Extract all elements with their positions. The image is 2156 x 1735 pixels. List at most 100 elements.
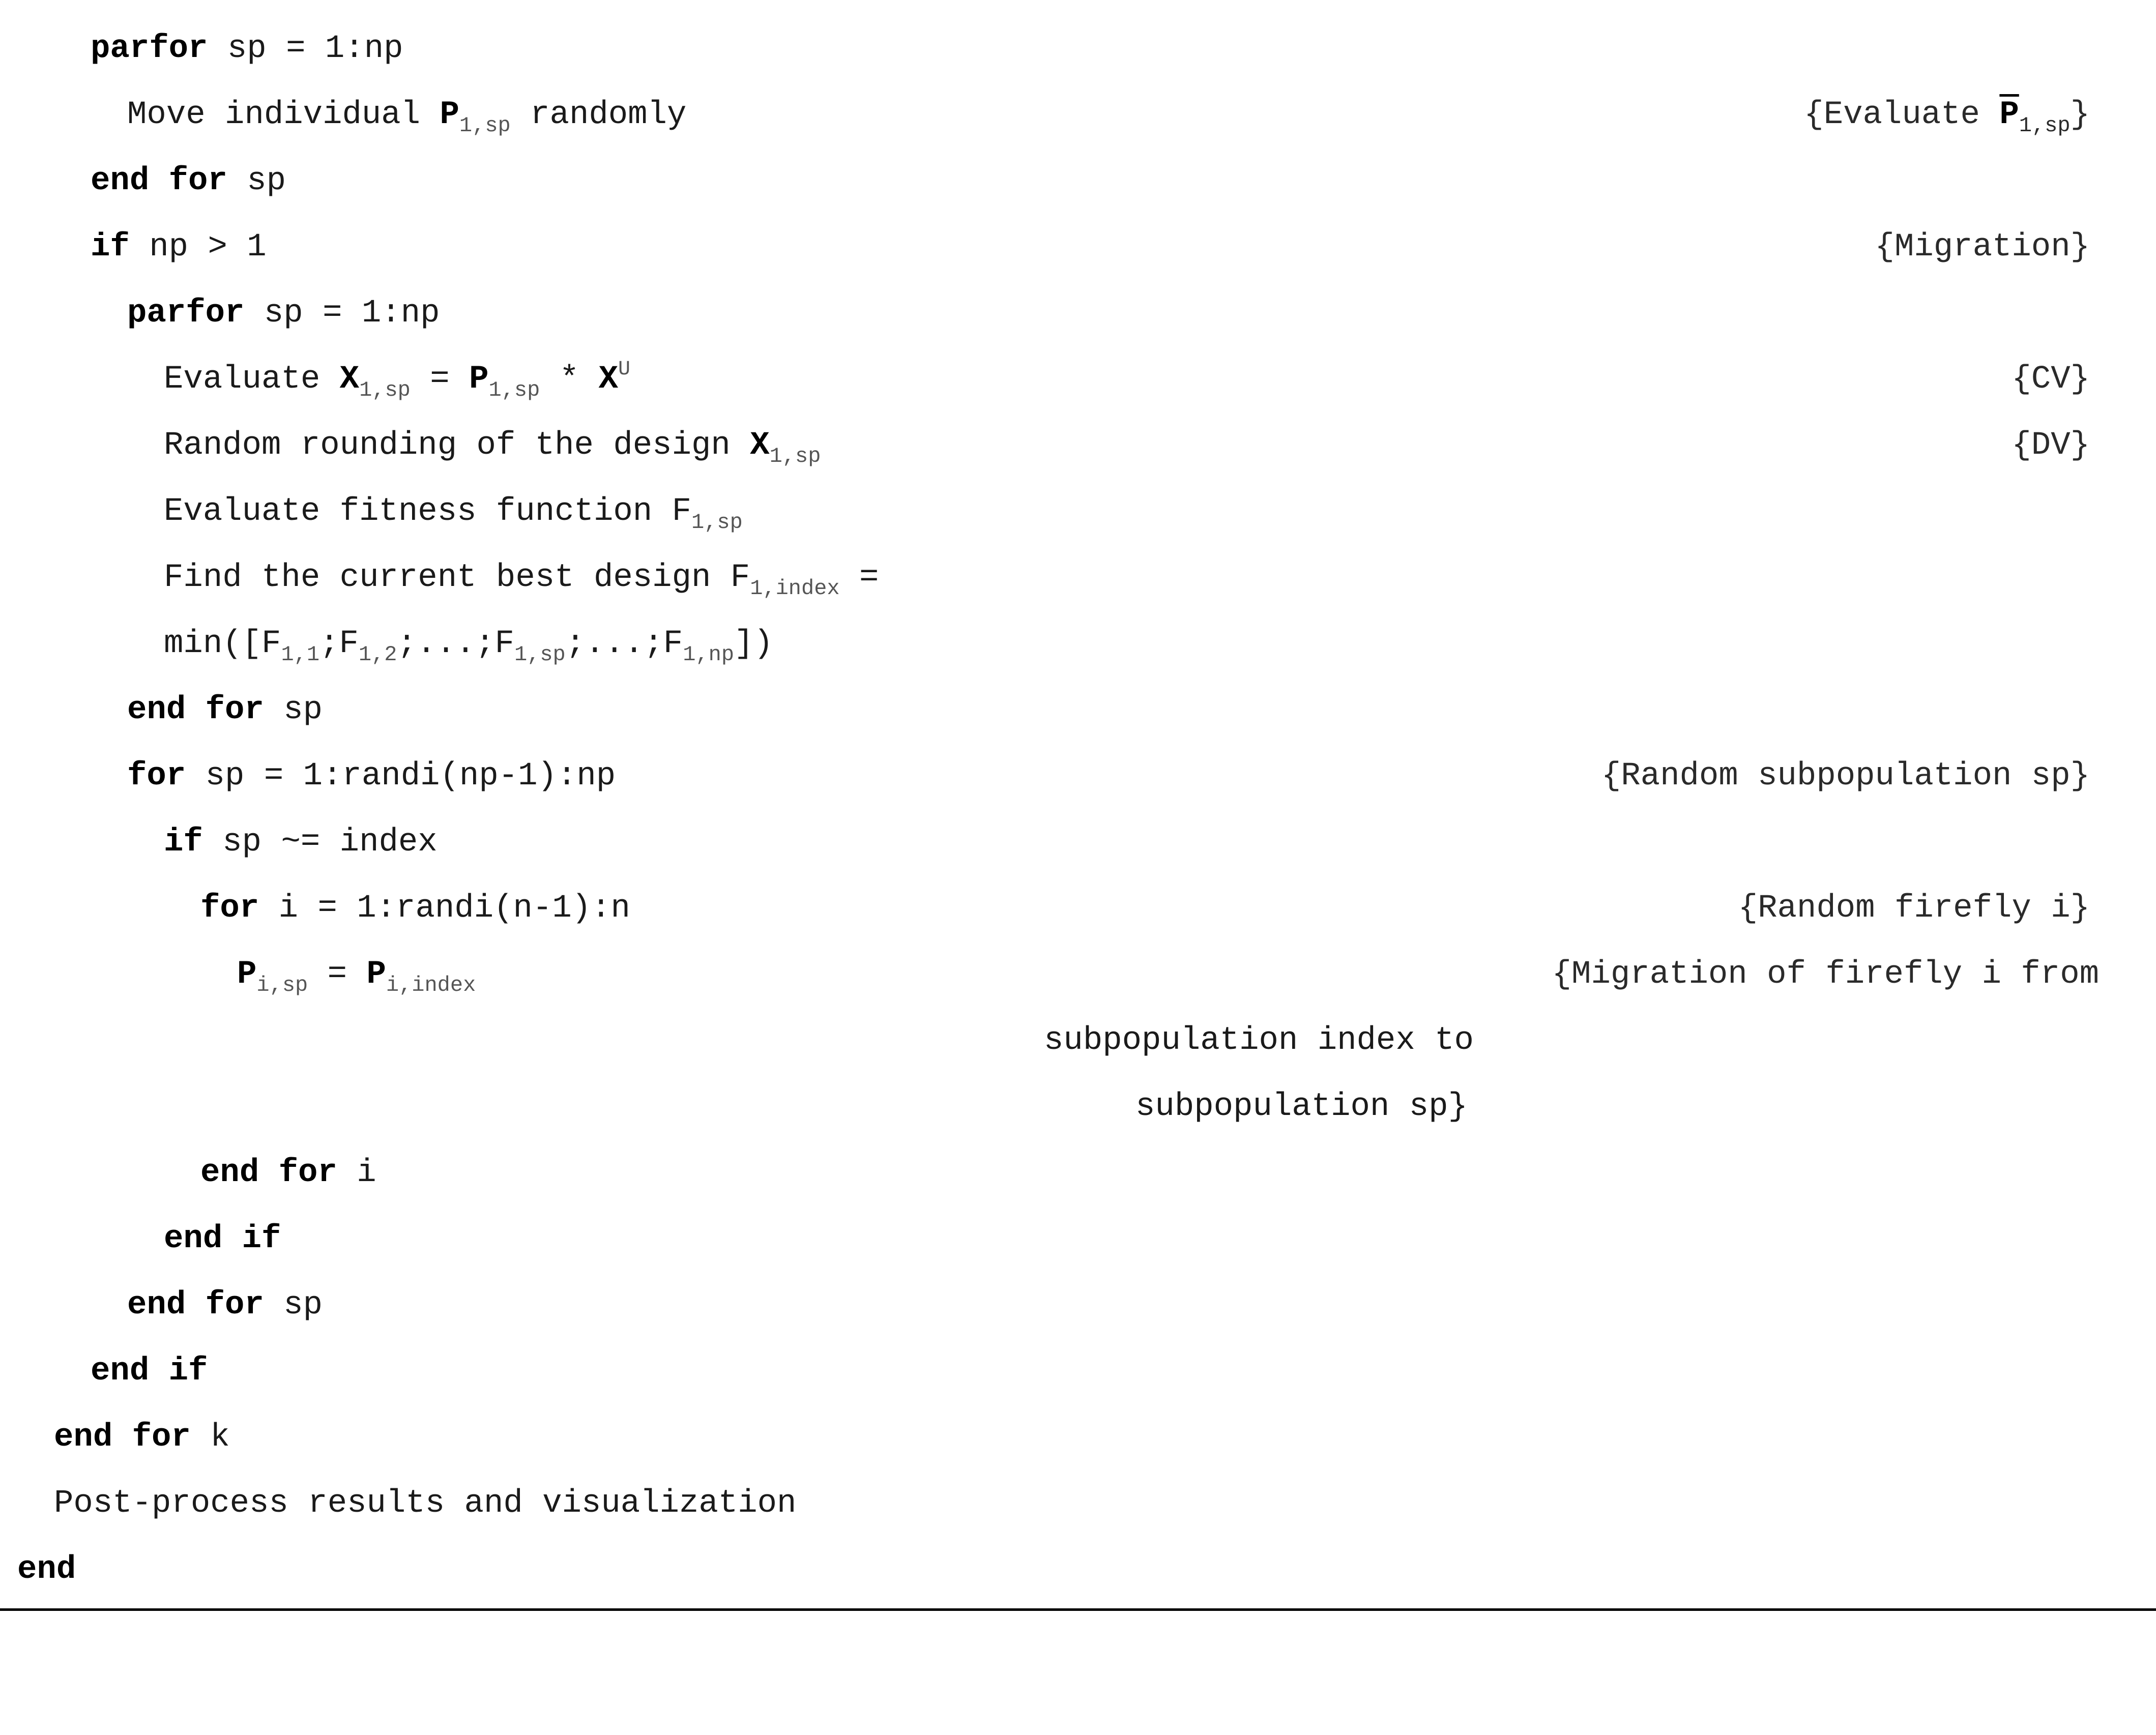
- code-line-end-if-outer: end if: [0, 1338, 2156, 1404]
- statement-text: Post-process results and visualization: [54, 1485, 797, 1522]
- keyword-parfor: parfor: [91, 31, 208, 67]
- code-line-end: end: [0, 1537, 2156, 1603]
- code-line-parfor-inner: parfor sp = 1:np: [0, 280, 2156, 346]
- subscript: 1,np: [683, 642, 735, 667]
- code-line-random-rounding: Random rounding of the design X1,sp {DV}: [0, 413, 2156, 479]
- keyword-end: end: [54, 1419, 113, 1456]
- subscript: i,sp: [256, 973, 308, 997]
- loop-variable: i: [337, 1155, 376, 1191]
- operator: =: [410, 361, 470, 398]
- variable-P: P: [237, 956, 257, 993]
- loop-variable: k: [190, 1419, 230, 1456]
- statement-text: ;...;F: [397, 626, 514, 662]
- keyword-if: if: [242, 1221, 281, 1257]
- condition: np > 1: [129, 229, 267, 266]
- comment-random-firefly: {Random firefly i}: [1738, 890, 2090, 927]
- keyword-for: for: [132, 1419, 191, 1456]
- comment-continuation-1: subpopulation index to: [0, 1008, 2156, 1074]
- loop-range: sp = 1:np: [208, 31, 403, 67]
- keyword-end: end: [17, 1551, 76, 1588]
- subscript: 1,1: [281, 642, 320, 667]
- statement-text: randomly: [510, 97, 687, 133]
- keyword-if: if: [164, 824, 203, 861]
- subscript: 1,2: [358, 642, 397, 667]
- superscript: U: [618, 358, 630, 381]
- statement-text: Evaluate: [164, 361, 340, 398]
- statement-text: Random rounding of the design: [164, 427, 750, 464]
- code-line-end-for-sp-outer: end for sp: [0, 1272, 2156, 1338]
- comment-dv: {DV}: [2012, 427, 2090, 464]
- loop-variable: sp: [264, 692, 323, 728]
- code-line-end-for-k: end for k: [0, 1404, 2156, 1471]
- comment-migration-of-firefly: {Migration of firefly i from: [1552, 956, 2099, 993]
- operator: *: [540, 361, 599, 398]
- subscript: 1,sp: [2019, 113, 2071, 138]
- code-line-evaluate-fitness: Evaluate fitness function F1,sp: [0, 479, 2156, 545]
- statement-text: ]): [734, 626, 773, 662]
- loop-range: i = 1:randi(n-1):n: [259, 890, 630, 927]
- variable-X: X: [750, 427, 770, 464]
- keyword-end: end: [164, 1221, 223, 1257]
- subscript: 1,sp: [691, 510, 743, 535]
- comment-continuation-2: subpopulation sp}: [0, 1074, 2156, 1140]
- subscript: 1,sp: [459, 113, 511, 138]
- keyword-for: for: [127, 758, 186, 795]
- comment-cv: {CV}: [2012, 361, 2090, 398]
- comment-text: {Evaluate: [1804, 97, 2000, 133]
- loop-range: sp = 1:np: [244, 295, 440, 332]
- comment-text: subpopulation sp}: [1135, 1089, 1468, 1125]
- variable-P: P: [440, 97, 459, 133]
- keyword-end: end: [127, 1287, 186, 1324]
- statement-text: Evaluate fitness function F: [164, 493, 691, 530]
- statement-text: min([F: [164, 626, 281, 662]
- code-line-for-random-sp: for sp = 1:randi(np-1):np {Random subpop…: [0, 743, 2156, 809]
- subscript: 1,sp: [514, 642, 566, 667]
- statement-text: Find the current best design F: [164, 560, 750, 596]
- subscript: 1,sp: [359, 378, 411, 402]
- loop-range: sp = 1:randi(np-1):np: [186, 758, 616, 795]
- condition: sp ~= index: [202, 824, 438, 861]
- variable-P-bar: P: [1999, 97, 2019, 133]
- variable-P: P: [469, 361, 489, 398]
- keyword-for: for: [278, 1155, 337, 1191]
- code-line-evaluate-x: Evaluate X1,sp = P1,sp * XU {CV}: [0, 346, 2156, 413]
- loop-variable: sp: [227, 163, 286, 199]
- comment-migration: {Migration}: [1875, 229, 2090, 266]
- subscript: 1,index: [750, 576, 840, 601]
- keyword-if: if: [91, 229, 130, 266]
- statement-text: ;...;F: [565, 626, 683, 662]
- keyword-end: end: [91, 163, 150, 199]
- code-line-post-process: Post-process results and visualization: [0, 1471, 2156, 1537]
- comment-text: subpopulation index to: [1044, 1022, 1474, 1059]
- keyword-parfor: parfor: [127, 295, 245, 332]
- keyword-if: if: [168, 1353, 208, 1390]
- keyword-end: end: [200, 1155, 259, 1191]
- code-line-min: min([F1,1;F1,2;...;F1,sp;...;F1,np]): [0, 611, 2156, 677]
- algorithm-listing: parfor sp = 1:np Move individual P1,sp r…: [0, 16, 2156, 1611]
- keyword-for: for: [205, 692, 264, 728]
- code-line-end-if-inner: end if: [0, 1206, 2156, 1272]
- code-line-if-sp-index: if sp ~= index: [0, 809, 2156, 875]
- code-line-if-np: if np > 1 {Migration}: [0, 214, 2156, 280]
- subscript: 1,sp: [488, 378, 540, 402]
- operator: =: [308, 956, 367, 993]
- statement-text: ;F: [319, 626, 359, 662]
- code-line-find-best: Find the current best design F1,index =: [0, 545, 2156, 611]
- comment-random-subpopulation: {Random subpopulation sp}: [1601, 758, 2090, 795]
- variable-P: P: [366, 956, 386, 993]
- code-line-end-for-sp: end for sp: [0, 148, 2156, 214]
- subscript: i,index: [386, 973, 476, 997]
- variable-X: X: [598, 361, 618, 398]
- code-line-parfor: parfor sp = 1:np: [0, 16, 2156, 82]
- statement-text: =: [839, 560, 879, 596]
- subscript: 1,sp: [769, 444, 821, 468]
- keyword-for: for: [205, 1287, 264, 1324]
- code-line-end-for-sp-inner: end for sp: [0, 677, 2156, 743]
- code-line-move-individual: Move individual P1,sp randomly {Evaluate…: [0, 82, 2156, 148]
- code-line-for-firefly: for i = 1:randi(n-1):n {Random firefly i…: [0, 875, 2156, 942]
- variable-X: X: [339, 361, 360, 398]
- loop-variable: sp: [264, 1287, 323, 1324]
- comment-evaluate: {Evaluate P1,sp}: [1804, 82, 2090, 151]
- bottom-rule: [0, 1608, 2156, 1611]
- statement-text: Move individual: [127, 97, 440, 133]
